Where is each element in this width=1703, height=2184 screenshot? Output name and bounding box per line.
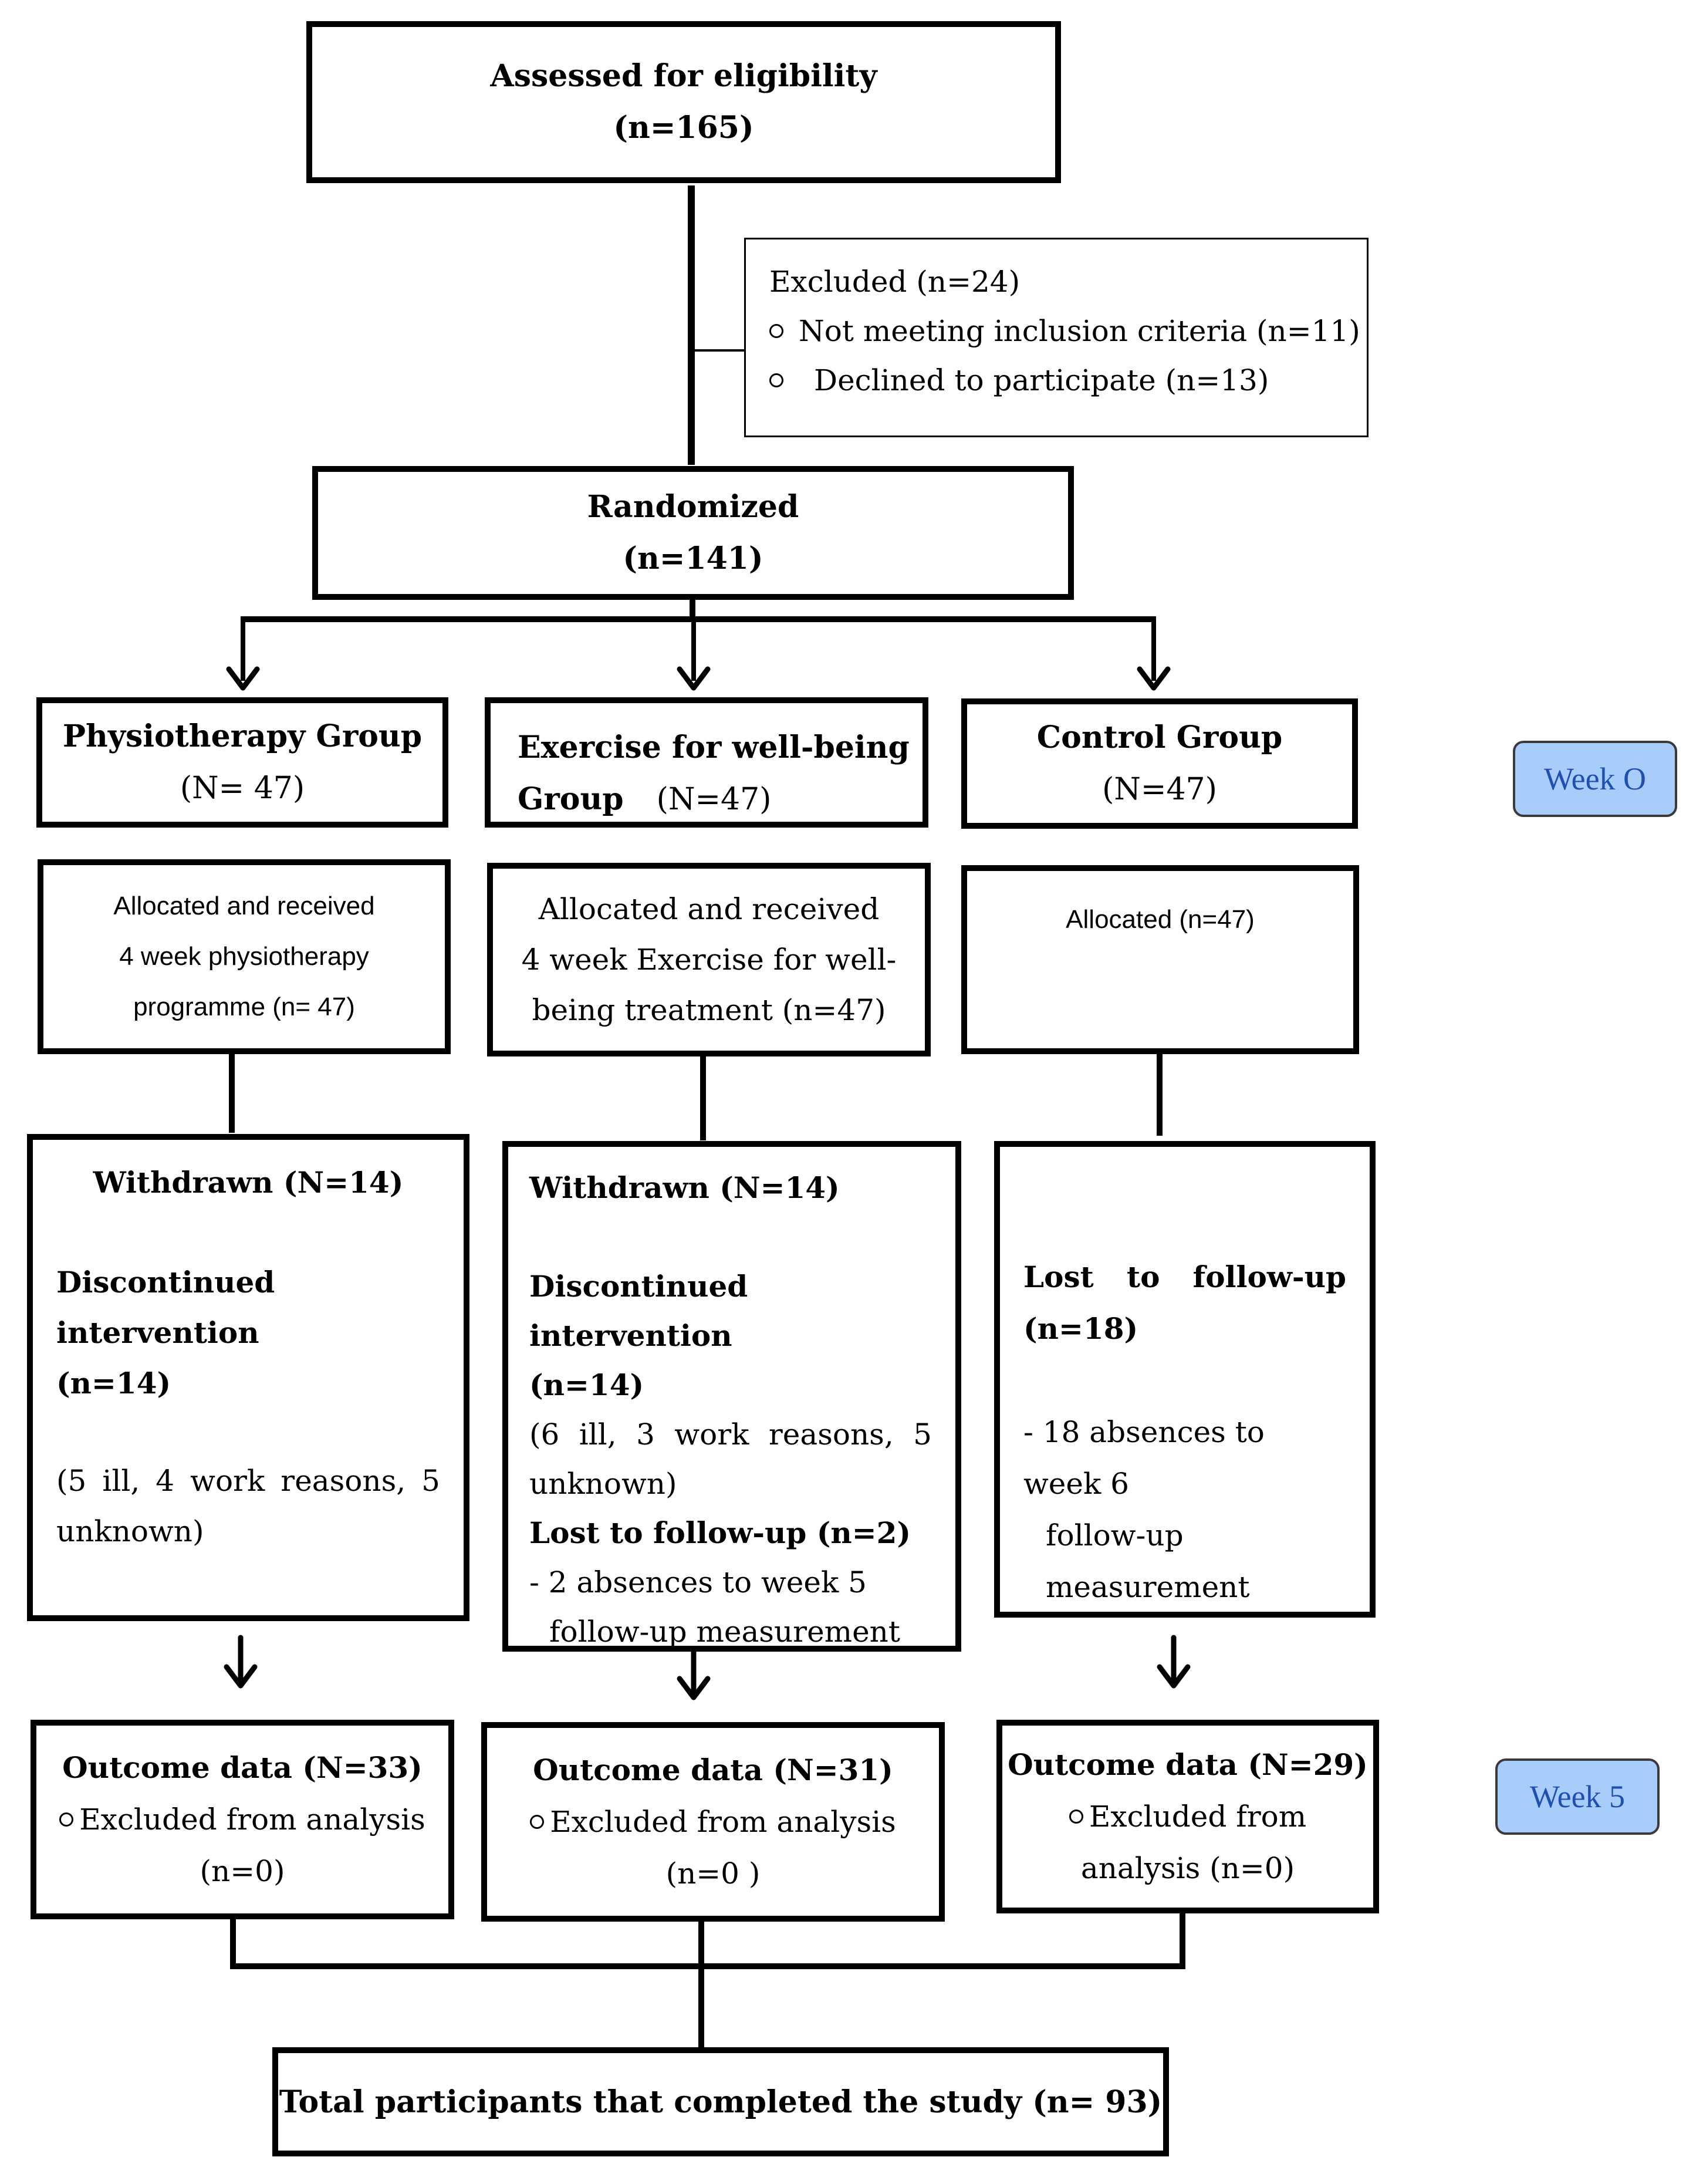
connector-randomized-down — [690, 598, 695, 619]
group-exercise-count: (N=47) — [656, 782, 772, 817]
week-end-badge: Week 5 — [1495, 1758, 1660, 1835]
excluded-box: Excluded (n=24) Not meeting inclusion cr… — [744, 238, 1369, 437]
alloc-control-box: Allocated (n=47) — [961, 865, 1359, 1054]
followup-control-lost-line2: (n=18) — [1023, 1311, 1138, 1346]
followup-exercise-absence-line1: - 2 absences to week 5 — [529, 1565, 867, 1599]
group-exercise-box: Exercise for well-being Group(N=47) — [485, 697, 928, 828]
total-box: Total participants that completed the st… — [272, 2047, 1169, 2156]
followup-physio-withdrawn: Withdrawn (N=14) — [93, 1165, 404, 1200]
connector-split-control — [1151, 616, 1156, 681]
outcome-exercise-title: Outcome data (N=31) — [533, 1753, 893, 1787]
alloc-exercise-line2: 4 week Exercise for well- — [521, 943, 897, 977]
alloc-control-line1: Allocated (n=47) — [1066, 905, 1255, 934]
connector-excluded-branch — [691, 349, 744, 352]
followup-physio-box: Withdrawn (N=14) Discontinued interventi… — [27, 1134, 469, 1621]
outcome-control-line1: Excluded from — [1069, 1791, 1306, 1842]
group-physio-name: Physiotherapy Group — [62, 718, 423, 754]
connector-control-outcome-down — [1180, 1912, 1185, 1969]
excluded-title: Excluded (n=24) — [769, 265, 1021, 299]
outcome-exercise-box: Outcome data (N=31) Excluded from analys… — [481, 1722, 945, 1922]
connector-split-exercise — [691, 616, 696, 681]
connector-physio-alloc-followup — [229, 1054, 235, 1133]
alloc-exercise-line3: being treatment (n=47) — [532, 993, 886, 1027]
connector-merge — [230, 1963, 1185, 1969]
connector-exercise-alloc-followup — [700, 1055, 706, 1140]
alloc-physio-line3: programme (n= 47) — [133, 993, 355, 1021]
connector-split-physio — [241, 616, 245, 681]
alloc-physio-box: Allocated and received 4 week physiother… — [38, 859, 451, 1054]
outcome-physio-box: Outcome data (N=33) Excluded from analys… — [31, 1720, 454, 1919]
randomized-count: (n=141) — [623, 541, 763, 576]
arrow-exercise-outcome-head — [677, 1676, 711, 1700]
followup-exercise-withdrawn: Withdrawn (N=14) — [529, 1170, 840, 1205]
connector-physio-outcome-down — [230, 1916, 236, 1969]
bullet-icon — [530, 1815, 545, 1829]
followup-exercise-box: Withdrawn (N=14) Discontinued interventi… — [502, 1141, 961, 1652]
outcome-physio-title: Outcome data (N=33) — [62, 1750, 423, 1785]
group-physio-count: (N= 47) — [180, 771, 305, 806]
group-exercise-name-line2: Group(N=47) — [518, 781, 772, 817]
outcome-control-title: Outcome data (N=29) — [1008, 1747, 1368, 1782]
assessed-count: (n=165) — [613, 110, 754, 146]
total-text: Total participants that completed the st… — [279, 2084, 1163, 2120]
assessed-box: Assessed for eligibility (n=165) — [306, 21, 1061, 183]
outcome-exercise-line2: (n=0 ) — [665, 1856, 761, 1891]
followup-control-box: Lost to follow-up (n=18) - 18 absences t… — [994, 1141, 1376, 1618]
alloc-physio-line1: Allocated and received — [113, 892, 375, 920]
followup-control-lost-line1: Lost to follow-up — [1023, 1260, 1346, 1294]
excluded-item-2: Declined to participate (n=13) — [769, 356, 1367, 405]
bullet-icon — [59, 1812, 74, 1827]
week-start-badge: Week O — [1513, 741, 1677, 817]
arrow-control-outcome-head — [1157, 1664, 1191, 1689]
group-control-box: Control Group (N=47) — [961, 698, 1358, 829]
bullet-icon — [769, 324, 783, 338]
followup-control-absence-line2: follow-up — [1046, 1518, 1184, 1552]
bullet-icon — [1069, 1810, 1083, 1824]
followup-exercise-lost: Lost to follow-up (n=2) — [529, 1515, 911, 1550]
group-exercise-name-line1: Exercise for well-being — [518, 730, 910, 765]
group-control-name: Control Group — [1036, 720, 1283, 755]
followup-exercise-absence-line2: follow-up measurement — [549, 1615, 900, 1649]
alloc-exercise-line1: Allocated and received — [538, 892, 880, 926]
group-control-count: (N=47) — [1102, 772, 1217, 807]
followup-exercise-reasons-line1: (6 ill, 3 work reasons, 5 — [529, 1417, 932, 1452]
outcome-physio-line2: (n=0) — [200, 1854, 285, 1888]
followup-control-absence-line1: - 18 absences to week 6 — [1023, 1415, 1265, 1501]
followup-control-absence-line3: measurement — [1046, 1570, 1250, 1604]
arrow-physio-outcome-head — [224, 1664, 258, 1689]
assessed-title: Assessed for eligibility — [490, 58, 877, 94]
followup-exercise-reasons-line2: unknown) — [529, 1467, 677, 1501]
followup-exercise-disc-line2: (n=14) — [529, 1368, 644, 1402]
connector-exercise-outcome-down — [698, 1919, 704, 2048]
connector-group-split — [241, 616, 1156, 622]
followup-exercise-disc-line1: Discontinued intervention — [529, 1269, 748, 1353]
outcome-physio-line1: Excluded from analysis — [59, 1794, 425, 1845]
alloc-exercise-box: Allocated and received 4 week Exercise f… — [487, 863, 931, 1056]
followup-physio-reasons-line1: (5 ill, 4 work reasons, 5 — [56, 1464, 440, 1498]
randomized-box: Randomized (n=141) — [312, 466, 1074, 600]
connector-control-alloc-followup — [1157, 1054, 1163, 1136]
outcome-control-line2: analysis (n=0) — [1080, 1851, 1295, 1885]
randomized-title: Randomized — [587, 489, 799, 525]
followup-physio-reasons-line2: unknown) — [56, 1514, 204, 1548]
followup-physio-disc-line1: Discontinued intervention — [56, 1265, 275, 1350]
bullet-icon — [769, 373, 783, 387]
connector-assessed-randomized — [688, 185, 695, 465]
alloc-physio-line2: 4 week physiotherapy — [119, 942, 369, 971]
followup-physio-disc-line2: (n=14) — [56, 1366, 171, 1400]
group-physio-box: Physiotherapy Group (N= 47) — [36, 697, 448, 828]
outcome-exercise-line1: Excluded from analysis — [530, 1796, 896, 1848]
outcome-control-box: Outcome data (N=29) Excluded from analys… — [996, 1720, 1379, 1913]
excluded-item-1: Not meeting inclusion criteria (n=11) — [769, 306, 1367, 356]
